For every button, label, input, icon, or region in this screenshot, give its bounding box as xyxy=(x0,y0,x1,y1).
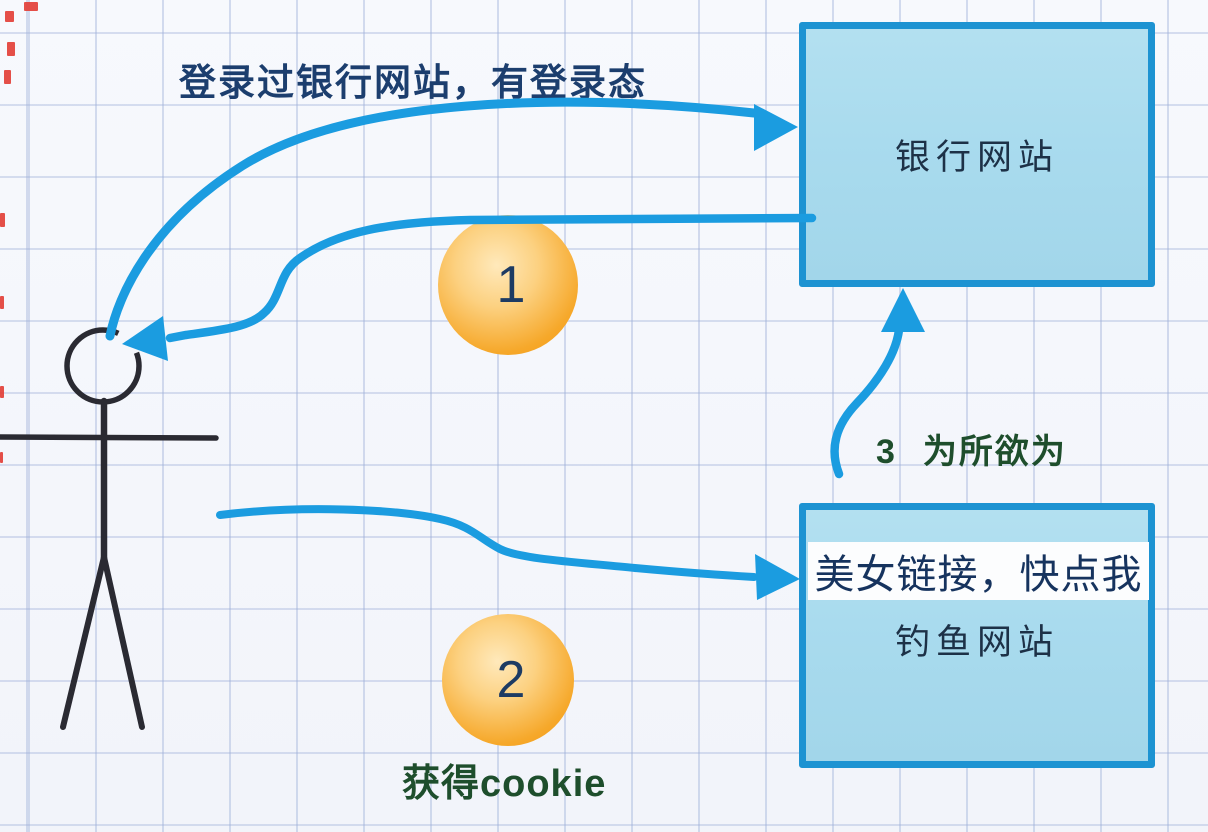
person-arms xyxy=(0,434,219,441)
red-artifact-mark xyxy=(4,70,11,84)
step-number-1: 1 xyxy=(496,256,526,314)
person-head xyxy=(64,327,142,405)
step-number-2: 2 xyxy=(496,651,526,709)
red-artifact-mark xyxy=(0,386,4,398)
cookie-caption: 获得cookie xyxy=(402,763,607,805)
bank-website-label: 银行网站 xyxy=(894,138,1059,177)
bank-website-box: 银行网站 xyxy=(799,22,1155,287)
phishing-link-line xyxy=(216,505,758,581)
phishing-link-banner: 美女链接，快点我 xyxy=(808,542,1149,600)
login-arrowhead-icon xyxy=(754,104,798,151)
red-artifact-mark xyxy=(0,213,5,227)
phishing-website-box: 美女链接，快点我 钓鱼网站 xyxy=(799,503,1155,768)
exploit-arrowhead-icon xyxy=(881,288,925,332)
step-badge-2: 2 xyxy=(442,614,574,746)
login-arrow-line xyxy=(105,97,759,341)
phishing-link-arrowhead-icon xyxy=(755,554,800,600)
red-artifact-mark xyxy=(7,42,15,56)
step-badge-1: 1 xyxy=(438,215,578,355)
step-number-3: 3 xyxy=(876,433,897,471)
phishing-link-arrow xyxy=(216,505,800,600)
step3-caption: 3 为所欲为 xyxy=(876,424,1067,473)
phishing-website-label: 钓鱼网站 xyxy=(894,623,1059,662)
step3-label: 为所欲为 xyxy=(922,433,1067,471)
login-state-caption: 登录过银行网站，有登录态 xyxy=(179,62,647,103)
person-leg-left xyxy=(60,554,107,730)
red-artifact-mark xyxy=(5,11,14,22)
stick-figure-person-icon xyxy=(0,327,219,730)
red-artifact-mark xyxy=(24,2,38,11)
red-artifact-mark xyxy=(0,452,3,463)
person-leg-right xyxy=(101,554,145,730)
red-artifact-mark xyxy=(0,296,4,309)
session-return-arrowhead-icon xyxy=(122,316,168,361)
